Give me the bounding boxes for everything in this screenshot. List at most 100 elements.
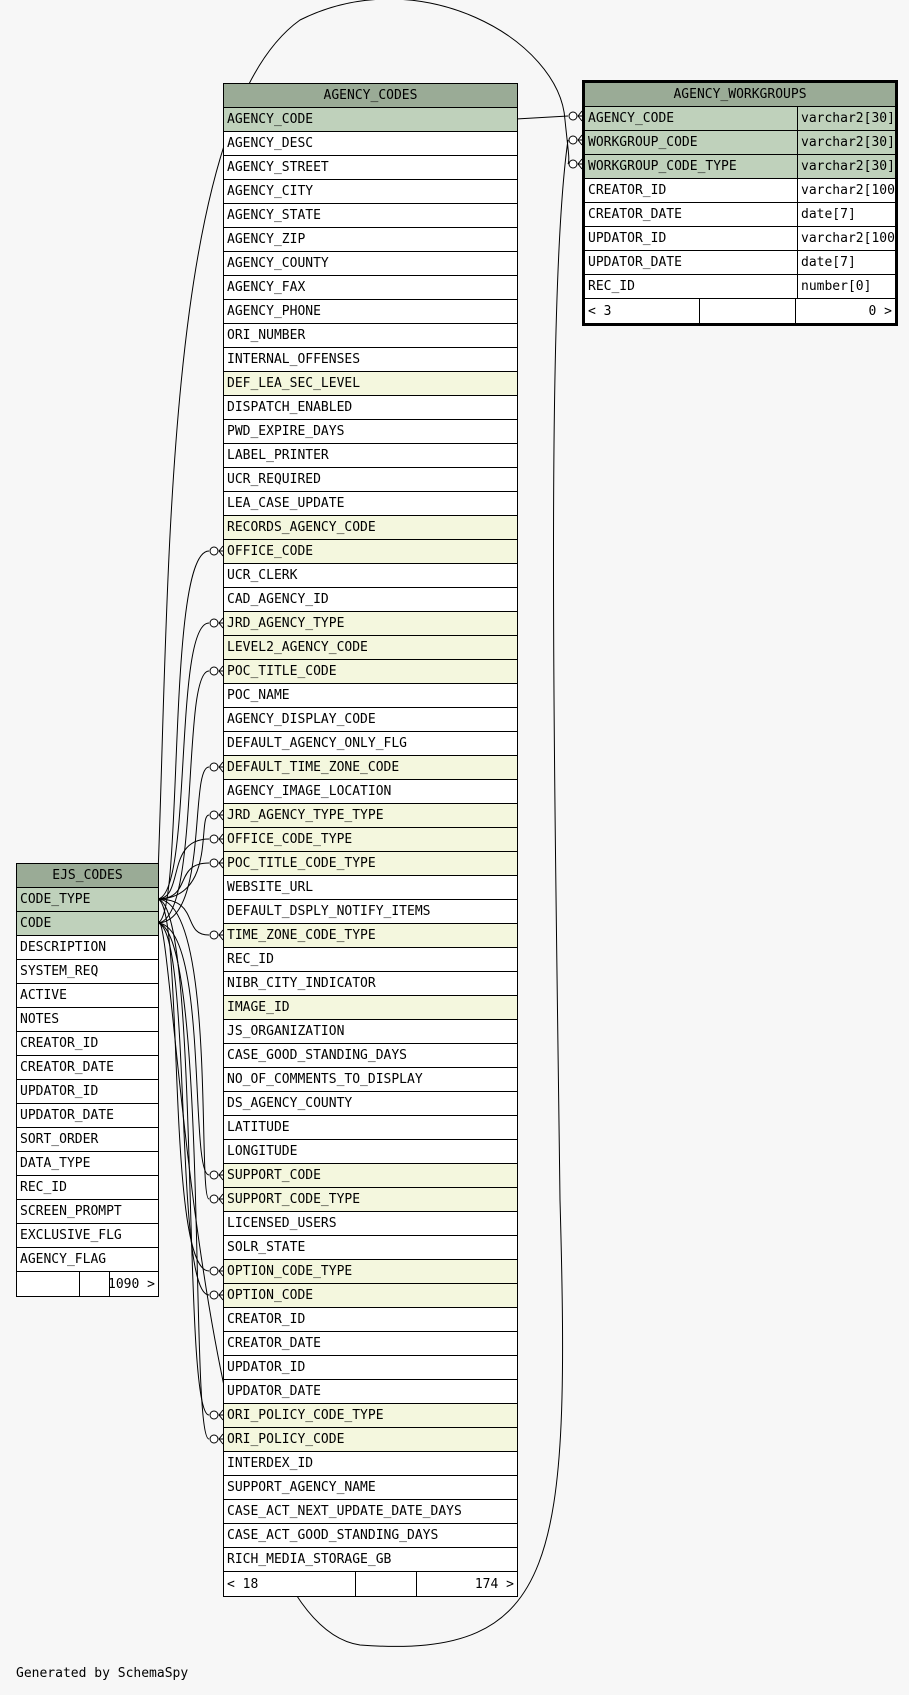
column-name: AGENCY_CODE [227,112,314,127]
crow-foot-icon [568,158,583,170]
column-row-data-type[interactable]: DATA_TYPE [17,1152,158,1176]
column-row-updator-id[interactable]: UPDATOR_ID [17,1080,158,1104]
column-row-creator-id[interactable]: CREATOR_ID [17,1032,158,1056]
column-row-notes[interactable]: NOTES [17,1008,158,1032]
column-row-office-code[interactable]: OFFICE_CODE [224,540,517,564]
column-row-option-code-type[interactable]: OPTION_CODE_TYPE [224,1260,517,1284]
column-row-agency-fax[interactable]: AGENCY_FAX [224,276,517,300]
column-row-poc-title-code-type[interactable]: POC_TITLE_CODE_TYPE [224,852,517,876]
column-row-jrd-agency-type-type[interactable]: JRD_AGENCY_TYPE_TYPE [224,804,517,828]
column-row-support-agency-name[interactable]: SUPPORT_AGENCY_NAME [224,1476,517,1500]
column-row-agency-desc[interactable]: AGENCY_DESC [224,132,517,156]
column-row-solr-state[interactable]: SOLR_STATE [224,1236,517,1260]
column-row-system-req[interactable]: SYSTEM_REQ [17,960,158,984]
column-row-level2-agency-code[interactable]: LEVEL2_AGENCY_CODE [224,636,517,660]
column-row-updator-id[interactable]: UPDATOR_ID [224,1356,517,1380]
column-row-option-code[interactable]: OPTION_CODE [224,1284,517,1308]
table-footer: 1090 > [17,1272,158,1296]
column-row-screen-prompt[interactable]: SCREEN_PROMPT [17,1200,158,1224]
column-name: CREATOR_ID [20,1036,99,1051]
column-row-rich-media-storage-gb[interactable]: RICH_MEDIA_STORAGE_GB [224,1548,517,1572]
column-row-time-zone-code-type[interactable]: TIME_ZONE_CODE_TYPE [224,924,517,948]
column-row-agency-state[interactable]: AGENCY_STATE [224,204,517,228]
column-row-active[interactable]: ACTIVE [17,984,158,1008]
column-row-image-id[interactable]: IMAGE_ID [224,996,517,1020]
column-row-pwd-expire-days[interactable]: PWD_EXPIRE_DAYS [224,420,517,444]
column-row-agency-phone[interactable]: AGENCY_PHONE [224,300,517,324]
column-row-ori-number[interactable]: ORI_NUMBER [224,324,517,348]
column-row-exclusive-flg[interactable]: EXCLUSIVE_FLG [17,1224,158,1248]
column-row-default-dsply-notify-items[interactable]: DEFAULT_DSPLY_NOTIFY_ITEMS [224,900,517,924]
column-row-code-type[interactable]: CODE_TYPE [17,888,158,912]
column-row-records-agency-code[interactable]: RECORDS_AGENCY_CODE [224,516,517,540]
column-row-support-code[interactable]: SUPPORT_CODE [224,1164,517,1188]
column-row-code[interactable]: CODE [17,912,158,936]
column-row-label-printer[interactable]: LABEL_PRINTER [224,444,517,468]
column-row-updator-date[interactable]: UPDATOR_DATE [224,1380,517,1404]
column-row-latitude[interactable]: LATITUDE [224,1116,517,1140]
column-row-internal-offenses[interactable]: INTERNAL_OFFENSES [224,348,517,372]
relation-ori-policy-code [156,922,210,1440]
column-row-sort-order[interactable]: SORT_ORDER [17,1128,158,1152]
column-row-ucr-clerk[interactable]: UCR_CLERK [224,564,517,588]
column-row-agency-image-location[interactable]: AGENCY_IMAGE_LOCATION [224,780,517,804]
column-row-case-good-standing-days[interactable]: CASE_GOOD_STANDING_DAYS [224,1044,517,1068]
column-row-poc-title-code[interactable]: POC_TITLE_CODE [224,660,517,684]
column-name: INTERDEX_ID [227,1456,314,1471]
column-row-ori-policy-code-type[interactable]: ORI_POLICY_CODE_TYPE [224,1404,517,1428]
column-row-description[interactable]: DESCRIPTION [17,936,158,960]
column-row-ds-agency-county[interactable]: DS_AGENCY_COUNTY [224,1092,517,1116]
column-row-agency-city[interactable]: AGENCY_CITY [224,180,517,204]
column-row-ucr-required[interactable]: UCR_REQUIRED [224,468,517,492]
column-row-lea-case-update[interactable]: LEA_CASE_UPDATE [224,492,517,516]
column-row-agency-county[interactable]: AGENCY_COUNTY [224,252,517,276]
column-name: SCREEN_PROMPT [20,1204,122,1219]
column-row-website-url[interactable]: WEBSITE_URL [224,876,517,900]
column-row-creator-date[interactable]: CREATOR_DATE [17,1056,158,1080]
column-row-case-act-good-standing-days[interactable]: CASE_ACT_GOOD_STANDING_DAYS [224,1524,517,1548]
column-row-jrd-agency-type[interactable]: JRD_AGENCY_TYPE [224,612,517,636]
column-row-updator-date[interactable]: UPDATOR_DATE [17,1104,158,1128]
column-row-office-code-type[interactable]: OFFICE_CODE_TYPE [224,828,517,852]
column-name: NOTES [20,1012,60,1027]
column-row-default-agency-only-flg[interactable]: DEFAULT_AGENCY_ONLY_FLG [224,732,517,756]
column-row-ori-policy-code[interactable]: ORI_POLICY_CODE [224,1428,517,1452]
column-name: POC_TITLE_CODE_TYPE [227,856,376,871]
crow-foot-icon [209,1409,224,1421]
column-row-nibr-city-indicator[interactable]: NIBR_CITY_INDICATOR [224,972,517,996]
column-row-creator-date[interactable]: CREATOR_DATE [224,1332,517,1356]
column-row-agency-street[interactable]: AGENCY_STREET [224,156,517,180]
column-row-dispatch-enabled[interactable]: DISPATCH_ENABLED [224,396,517,420]
column-row-cad-agency-id[interactable]: CAD_AGENCY_ID [224,588,517,612]
column-row-agency-flag[interactable]: AGENCY_FLAG [17,1248,158,1272]
column-row-poc-name[interactable]: POC_NAME [224,684,517,708]
column-row-support-code-type[interactable]: SUPPORT_CODE_TYPE [224,1188,517,1212]
column-row-interdex-id[interactable]: INTERDEX_ID [224,1452,517,1476]
column-row-no-of-comments-to-display[interactable]: NO_OF_COMMENTS_TO_DISPLAY [224,1068,517,1092]
column-row-agency-display-code[interactable]: AGENCY_DISPLAY_CODE [224,708,517,732]
column-row-case-act-next-update-date-days[interactable]: CASE_ACT_NEXT_UPDATE_DATE_DAYS [224,1500,517,1524]
column-row-creator-id[interactable]: CREATOR_ID [224,1308,517,1332]
column-row-agency-zip[interactable]: AGENCY_ZIP [224,228,517,252]
column-row-default-time-zone-code[interactable]: DEFAULT_TIME_ZONE_CODE [224,756,517,780]
column-row-longitude[interactable]: LONGITUDE [224,1140,517,1164]
column-row-js-organization[interactable]: JS_ORGANIZATION [224,1020,517,1044]
column-row-agency-code[interactable]: AGENCY_CODE [224,108,517,132]
column-row-rec-id[interactable]: REC_ID [224,948,517,972]
column-row-def-lea-sec-level[interactable]: DEF_LEA_SEC_LEVEL [224,372,517,396]
column-name: JRD_AGENCY_TYPE_TYPE [227,808,384,823]
crow-foot-icon [209,1169,224,1181]
column-row-rec-id[interactable]: REC_ID [17,1176,158,1200]
column-row-licensed-users[interactable]: LICENSED_USERS [224,1212,517,1236]
